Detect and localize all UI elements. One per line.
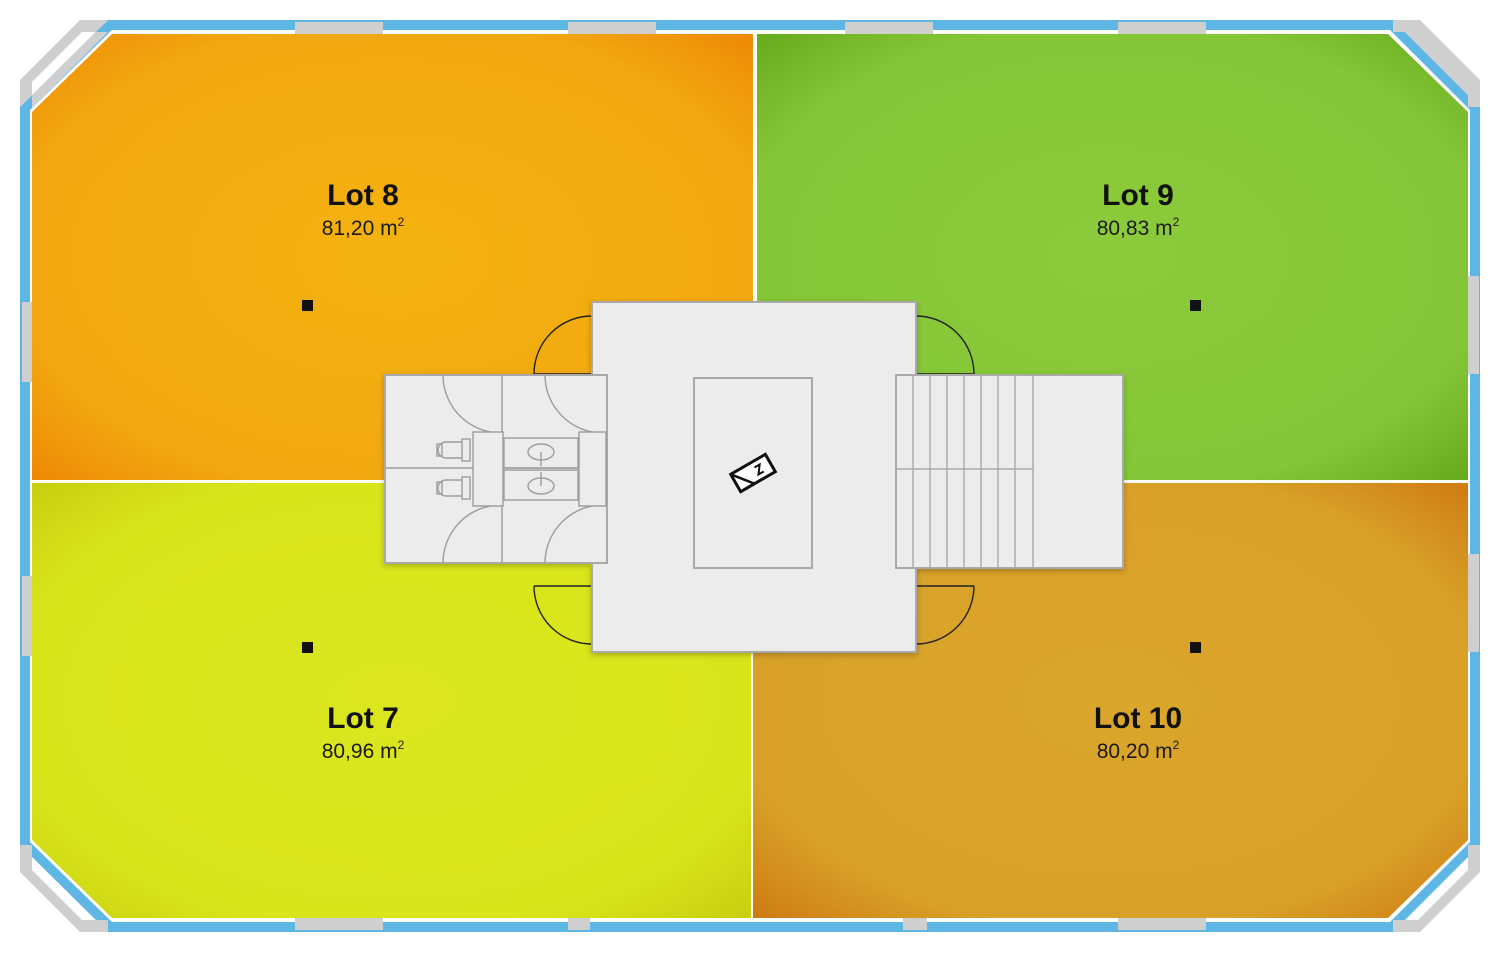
lot-9-label: Lot 9 80,83 m2 — [1097, 179, 1180, 240]
lot-9-name: Lot 9 — [1102, 179, 1174, 212]
toilet-icon — [436, 438, 471, 462]
lot-8-name: Lot 8 — [327, 179, 399, 212]
lot-10-label: Lot 10 80,20 m2 — [1094, 702, 1182, 763]
lot-9-area-value: 80,83 m2 — [1097, 215, 1180, 240]
corner-wall-ne — [1393, 20, 1480, 107]
pillar-icon — [1190, 642, 1201, 653]
lot-7-area-value: 80,96 m2 — [322, 738, 405, 763]
corner-wall-se — [1393, 845, 1480, 932]
toilet-icon — [436, 476, 471, 500]
sink-icon — [503, 469, 579, 501]
door-swing — [915, 315, 975, 375]
stairs-icon — [896, 375, 1034, 568]
stairwell — [895, 374, 1124, 569]
lot-7-area[interactable] — [32, 483, 751, 918]
pillars — [302, 300, 1201, 653]
corner-wall-sw — [20, 845, 108, 932]
lot-8-area[interactable] — [32, 34, 753, 480]
lot-8-area-value: 81,20 m2 — [322, 215, 405, 240]
lot-10-name: Lot 10 — [1094, 702, 1182, 735]
pillar-icon — [302, 300, 313, 311]
sink-icon — [503, 437, 579, 469]
corner-wall-nw — [20, 20, 108, 108]
lot-10-area[interactable] — [753, 483, 1468, 918]
elevator-icon — [728, 452, 778, 494]
door-swing — [533, 315, 593, 375]
lot-8-label: Lot 8 81,20 m2 — [322, 179, 405, 240]
pillar-icon — [1190, 300, 1201, 311]
lots — [32, 34, 1468, 918]
lot-7-label: Lot 7 80,96 m2 — [322, 702, 405, 763]
lot-7-name: Lot 7 — [327, 702, 399, 735]
lot-10-area-value: 80,20 m2 — [1097, 738, 1180, 763]
lot-9-area[interactable] — [757, 34, 1468, 480]
door-swing — [533, 585, 593, 645]
sanitary-details — [385, 374, 607, 564]
door-swing — [915, 585, 975, 645]
pillar-icon — [302, 642, 313, 653]
elevator-shaft — [693, 377, 813, 569]
